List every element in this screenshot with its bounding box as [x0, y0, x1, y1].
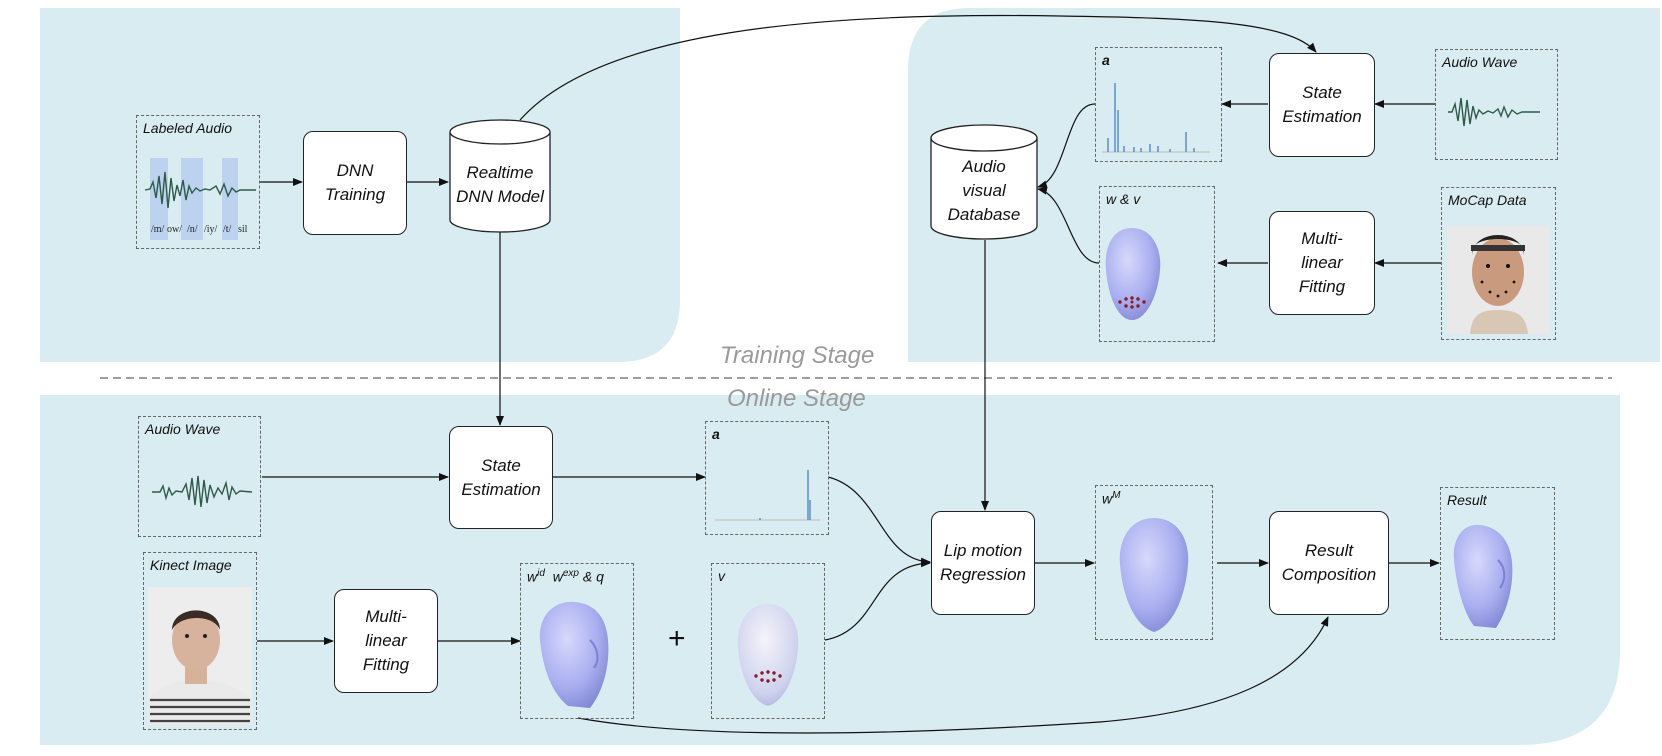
realtime-dnn-model-cylinder: [449, 119, 551, 233]
phoneme-label-2: /n/: [187, 224, 198, 235]
a-online-title: a: [712, 426, 720, 442]
multilinear-fitting-online-node[interactable]: Multi- linear Fitting: [334, 589, 438, 693]
arrow-a-to-database: [1037, 103, 1096, 189]
v-title: v: [718, 568, 725, 584]
wm-title: wM: [1102, 490, 1120, 507]
a-train-title: a: [1102, 52, 1110, 68]
audio-wave-train-title: Audio Wave: [1442, 54, 1518, 70]
result-panel: Result: [1440, 487, 1555, 640]
audio-wave-online-title: Audio Wave: [145, 421, 221, 437]
phoneme-label-3: /iy/: [204, 224, 218, 235]
state-estimation-online-node[interactable]: State Estimation: [449, 426, 553, 529]
a-online-spike-plot: [715, 470, 820, 521]
connectors: [257, 14, 1441, 734]
v-face-render: [737, 604, 799, 706]
mocap-photo: [1447, 226, 1549, 334]
wv-face-render: [1105, 228, 1161, 320]
lip-motion-regression-node[interactable]: Lip motion Regression: [931, 511, 1035, 615]
mocap-title: MoCap Data: [1448, 192, 1527, 208]
wid-wexp-q-title: wid wexp & q: [527, 568, 604, 585]
audio-visual-database-cylinder: [930, 124, 1038, 240]
plus-sign: +: [668, 622, 686, 655]
online-stage-label: Online Stage: [727, 385, 866, 412]
wexp-sup: exp: [562, 568, 579, 579]
training-stage-label: Training Stage: [720, 342, 875, 369]
phoneme-label-1: ow/: [167, 224, 182, 235]
labeled-audio-panel: Labeled Audio: [136, 115, 260, 249]
state-estimation-train-node[interactable]: State Estimation: [1269, 53, 1375, 157]
arrow-v-to-lip-motion: [824, 559, 931, 641]
wexp-base: w: [552, 568, 563, 585]
arrow-wv-to-database: [1037, 186, 1100, 264]
result-composition-node[interactable]: Result Composition: [1269, 511, 1389, 615]
audio-wave-online-panel: Audio Wave: [138, 416, 261, 537]
wm-sup: M: [1112, 490, 1121, 501]
kinect-photo: [148, 587, 252, 725]
v-panel: v: [711, 563, 825, 719]
result-title: Result: [1447, 492, 1487, 508]
labeled-audio-title: Labeled Audio: [143, 120, 233, 136]
arrow-model-to-state-estimation-train: [519, 14, 1317, 121]
phoneme-label-4: /t/: [223, 224, 232, 235]
wm-panel: wM: [1095, 485, 1213, 640]
wexp-tail: & q: [578, 568, 604, 585]
realtime-dnn-model-label[interactable]: Realtime DNN Model: [456, 163, 544, 206]
arrow-wid-to-result-composition: [577, 616, 1329, 734]
wm-face-render: [1119, 518, 1189, 632]
dnn-training-node[interactable]: DNN Training: [303, 131, 407, 235]
wid-face-render: [539, 601, 609, 708]
wm-base: w: [1102, 490, 1113, 507]
a-online-panel: a: [705, 421, 829, 535]
wv-title: w & v: [1106, 191, 1141, 207]
wid-wexp-q-panel: wid wexp & q: [520, 563, 634, 719]
audio-wave-online-waveform: [152, 475, 253, 508]
arrow-a-online-to-lip-motion: [827, 476, 931, 566]
wid-base: w: [527, 568, 538, 585]
kinect-title: Kinect Image: [150, 557, 232, 573]
a-train-spike-plot: [1102, 83, 1210, 153]
audio-visual-database-label[interactable]: Audio visual Database: [947, 157, 1021, 224]
audio-wave-train-waveform: [1448, 97, 1540, 127]
phoneme-label-5: sil: [238, 224, 248, 235]
wv-panel: w & v: [1099, 186, 1215, 342]
wid-sup: id: [537, 568, 545, 579]
labeled-audio-waveform: [144, 158, 256, 240]
kinect-panel: Kinect Image: [143, 552, 257, 730]
a-train-panel: a: [1095, 47, 1222, 162]
mocap-panel: MoCap Data: [1441, 187, 1556, 340]
result-face-render: [1453, 524, 1513, 628]
audio-wave-train-panel: Audio Wave: [1435, 49, 1558, 160]
multilinear-fitting-train-node[interactable]: Multi- linear Fitting: [1269, 211, 1375, 315]
phoneme-label-0: /m/: [151, 224, 165, 235]
